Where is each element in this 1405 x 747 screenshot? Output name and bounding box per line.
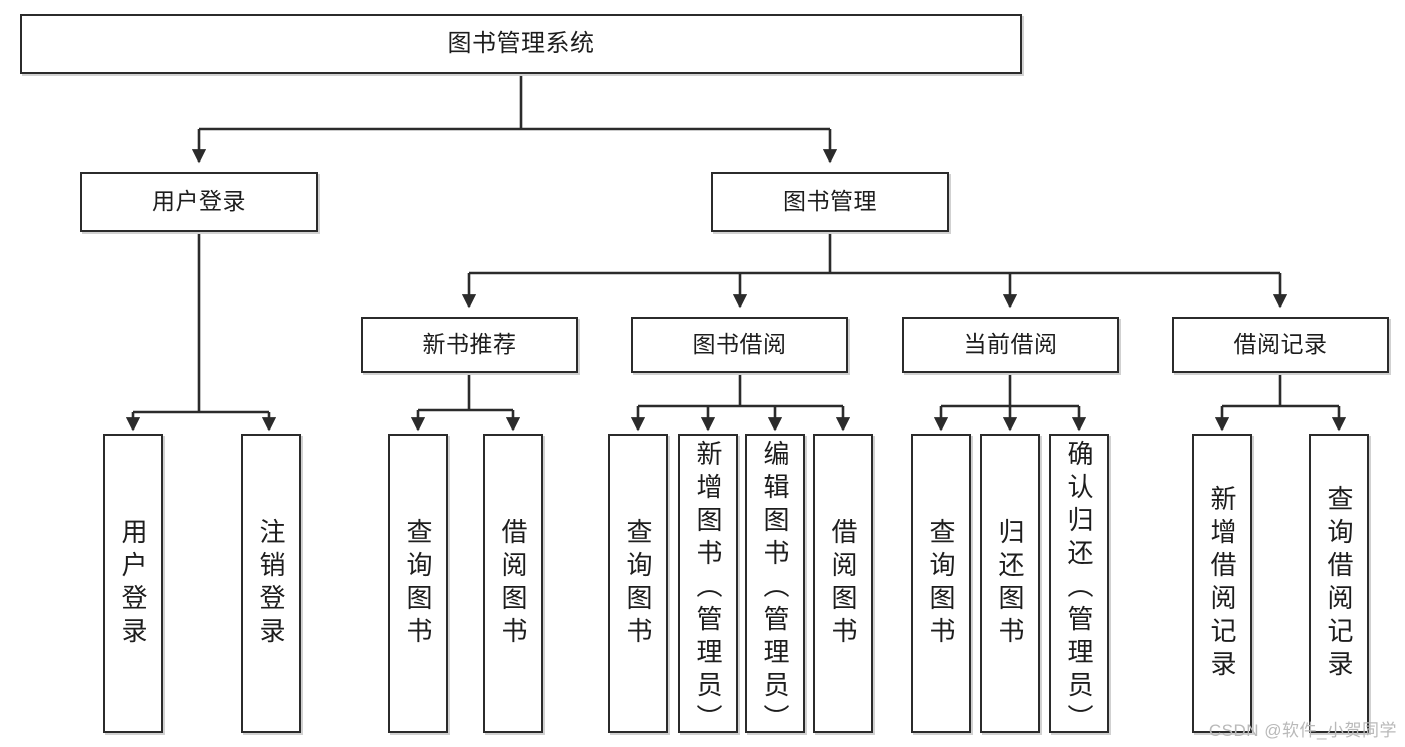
- leaf-book-borrow-2[interactable]: 新增图书（管理员）: [678, 434, 738, 737]
- leaf-label: 归还图书: [995, 517, 1025, 650]
- leaf-book-borrow-1[interactable]: 查询图书: [608, 434, 668, 733]
- leaf-book-borrow-3[interactable]: 编辑图书（管理员）: [745, 434, 805, 737]
- leaf-user-login-2[interactable]: 注销登录: [241, 434, 301, 733]
- leaf-label: 确认归还（管理员）: [1064, 440, 1094, 737]
- node-label: 新书推荐: [422, 331, 517, 358]
- node-label: 图书管理: [783, 188, 877, 215]
- node-current-borrow[interactable]: 当前借阅: [902, 317, 1119, 373]
- leaf-label: 用户登录: [118, 517, 148, 650]
- leaf-current-borrow-3[interactable]: 确认归还（管理员）: [1049, 434, 1109, 737]
- node-user-login[interactable]: 用户登录: [80, 172, 318, 232]
- leaf-borrow-record-2[interactable]: 查询借阅记录: [1309, 434, 1369, 733]
- leaf-label: 查询图书: [623, 517, 653, 650]
- node-book-borrow[interactable]: 图书借阅: [631, 317, 848, 373]
- csdn-watermark: CSDN @软件_小贺同学: [1208, 721, 1397, 740]
- leaf-user-login-1[interactable]: 用户登录: [103, 434, 163, 733]
- leaf-borrow-record-1[interactable]: 新增借阅记录: [1192, 434, 1252, 733]
- leaf-label: 新增图书（管理员）: [693, 440, 723, 737]
- node-label: 当前借阅: [963, 331, 1058, 358]
- leaf-current-borrow-2[interactable]: 归还图书: [980, 434, 1040, 733]
- leaf-label: 查询图书: [926, 517, 956, 650]
- node-label: 用户登录: [152, 188, 246, 215]
- leaf-label: 查询图书: [403, 517, 433, 650]
- node-label: 借阅记录: [1233, 331, 1328, 358]
- node-book-manage[interactable]: 图书管理: [711, 172, 949, 232]
- leaf-book-borrow-4[interactable]: 借阅图书: [813, 434, 873, 733]
- node-label: 图书管理系统: [447, 29, 595, 57]
- node-root-system[interactable]: 图书管理系统: [20, 14, 1022, 74]
- leaf-label: 编辑图书（管理员）: [760, 440, 790, 737]
- node-borrow-record[interactable]: 借阅记录: [1172, 317, 1389, 373]
- leaf-current-borrow-1[interactable]: 查询图书: [911, 434, 971, 733]
- node-label: 图书借阅: [692, 331, 787, 358]
- node-new-book-recommend[interactable]: 新书推荐: [361, 317, 578, 373]
- leaf-label: 注销登录: [256, 517, 286, 650]
- leaf-new-book-rec-2[interactable]: 借阅图书: [483, 434, 543, 733]
- leaf-label: 借阅图书: [828, 517, 858, 650]
- leaf-new-book-rec-1[interactable]: 查询图书: [388, 434, 448, 733]
- leaf-label: 新增借阅记录: [1207, 484, 1237, 683]
- leaf-label: 查询借阅记录: [1324, 484, 1354, 683]
- leaf-label: 借阅图书: [498, 517, 528, 650]
